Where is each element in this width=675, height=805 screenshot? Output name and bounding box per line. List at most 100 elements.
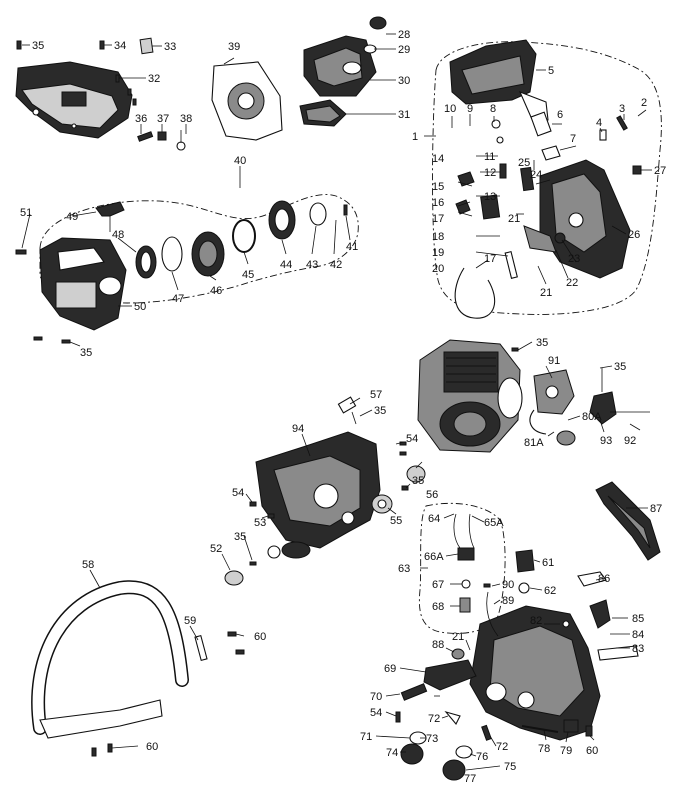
callout-18: 18 bbox=[432, 231, 444, 243]
callout-11: 11 bbox=[484, 151, 495, 163]
part-illustrations bbox=[15, 16, 662, 781]
screw-51 bbox=[15, 249, 27, 255]
callout-83: 83 bbox=[632, 643, 644, 655]
callout-35a: 35 bbox=[32, 40, 44, 52]
plug-52 bbox=[224, 570, 244, 586]
callout-13: 13 bbox=[484, 191, 496, 203]
callout-17a: 17 bbox=[432, 213, 444, 225]
callout-65A: 65A bbox=[484, 517, 504, 529]
callout-60b: 60 bbox=[146, 741, 158, 753]
callout-60c: 60 bbox=[586, 745, 598, 757]
callout-84: 84 bbox=[632, 629, 644, 641]
callout-40: 40 bbox=[234, 155, 246, 167]
callout-17b: 17 bbox=[484, 253, 496, 265]
callout-21c: 21 bbox=[452, 631, 464, 643]
callout-80A: 80A bbox=[582, 411, 602, 423]
callout-72b: 72 bbox=[496, 741, 508, 753]
callout-34: 34 bbox=[114, 40, 126, 52]
callout-19: 19 bbox=[432, 247, 444, 259]
callout-33: 33 bbox=[164, 41, 176, 53]
callout-88: 88 bbox=[432, 639, 444, 651]
top-screws bbox=[16, 37, 154, 106]
screw-35a bbox=[33, 336, 43, 341]
callout-8: 8 bbox=[490, 103, 496, 115]
callout-87: 87 bbox=[650, 503, 662, 515]
callout-77: 77 bbox=[464, 773, 476, 785]
callout-35b: 35 bbox=[80, 347, 92, 359]
callout-73: 73 bbox=[426, 733, 438, 745]
callout-93: 93 bbox=[600, 435, 612, 447]
callout-10: 10 bbox=[444, 103, 456, 115]
callout-35c: 35 bbox=[536, 337, 548, 349]
callout-25: 25 bbox=[518, 157, 530, 169]
starter-cover-50 bbox=[39, 237, 127, 331]
carburetor-91 bbox=[533, 369, 575, 415]
callout-21a: 21 bbox=[508, 213, 520, 225]
sprocket bbox=[267, 541, 311, 559]
callout-38: 38 bbox=[180, 113, 192, 125]
callout-53: 53 bbox=[254, 517, 266, 529]
rear-handle-tank bbox=[469, 605, 601, 741]
callout-78: 78 bbox=[538, 743, 550, 755]
callout-75: 75 bbox=[504, 761, 516, 773]
callout-92: 92 bbox=[624, 435, 636, 447]
pulley-46 bbox=[191, 231, 225, 277]
disc-47 bbox=[161, 236, 183, 272]
callout-14: 14 bbox=[432, 153, 444, 165]
spring-45 bbox=[232, 219, 256, 253]
callout-85: 85 bbox=[632, 613, 644, 625]
callout-12: 12 bbox=[484, 167, 496, 179]
bumper-87 bbox=[595, 481, 661, 561]
mounts-55-56 bbox=[371, 465, 426, 514]
brake-small-parts bbox=[454, 111, 642, 319]
hand-guard-5 bbox=[449, 39, 549, 125]
callout-16: 16 bbox=[432, 197, 444, 209]
callout-42: 42 bbox=[330, 259, 342, 271]
spring-57 bbox=[337, 396, 357, 425]
callout-81A: 81A bbox=[524, 437, 544, 449]
callout-51: 51 bbox=[20, 207, 32, 219]
callout-28: 28 bbox=[398, 29, 410, 41]
caps-61-62 bbox=[515, 549, 535, 594]
callout-50: 50 bbox=[134, 301, 146, 313]
callout-66A: 66A bbox=[424, 551, 444, 563]
callout-90: 90 bbox=[502, 579, 514, 591]
callout-94: 94 bbox=[292, 423, 304, 435]
trigger-parts-82-86 bbox=[562, 571, 639, 661]
callout-39: 39 bbox=[228, 41, 240, 53]
callout-52: 52 bbox=[210, 543, 222, 555]
starter-handle-49 bbox=[95, 201, 125, 232]
callout-31: 31 bbox=[398, 109, 410, 121]
callout-46: 46 bbox=[210, 285, 222, 297]
callout-89: 89 bbox=[502, 595, 514, 607]
leader-lines bbox=[21, 33, 652, 771]
callout-5: 5 bbox=[548, 65, 554, 77]
callout-58: 58 bbox=[82, 559, 94, 571]
callout-35d: 35 bbox=[614, 361, 626, 373]
callout-62: 62 bbox=[544, 585, 556, 597]
callout-37: 37 bbox=[157, 113, 169, 125]
callout-59: 59 bbox=[184, 615, 196, 627]
callout-68: 68 bbox=[432, 601, 444, 613]
callout-86: 86 bbox=[598, 573, 610, 585]
callout-69: 69 bbox=[384, 663, 396, 675]
callout-32: 32 bbox=[148, 73, 160, 85]
callout-35f: 35 bbox=[412, 475, 424, 487]
clip-parts bbox=[137, 130, 186, 151]
brake-group-outline-1 bbox=[432, 41, 662, 315]
spring-70 bbox=[400, 683, 428, 701]
spring-48 bbox=[135, 245, 157, 279]
parts-78-79-60 bbox=[521, 719, 593, 737]
engine-block bbox=[417, 339, 523, 453]
callout-71: 71 bbox=[360, 731, 372, 743]
callout-48: 48 bbox=[112, 229, 124, 241]
callout-9: 9 bbox=[467, 103, 473, 115]
air-filter-cover-30 bbox=[303, 16, 387, 97]
callout-35e: 35 bbox=[374, 405, 386, 417]
middle-screws bbox=[249, 347, 519, 566]
callout-70: 70 bbox=[370, 691, 382, 703]
callout-35g: 35 bbox=[234, 531, 246, 543]
callout-4: 4 bbox=[596, 117, 602, 129]
front-handle-58 bbox=[31, 580, 189, 739]
